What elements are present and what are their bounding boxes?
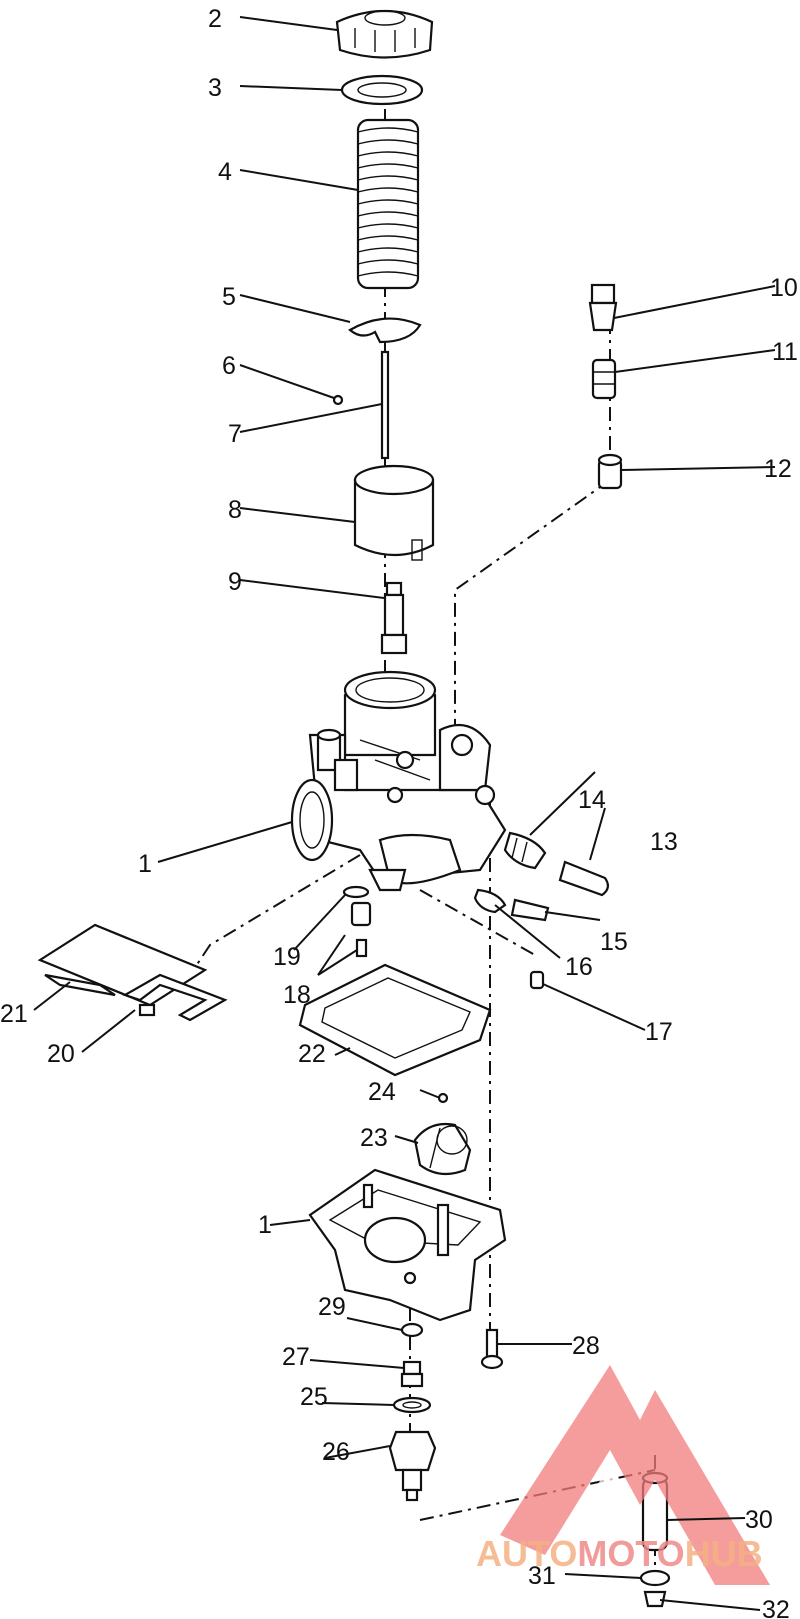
watermark-logo: [500, 1365, 770, 1585]
callout-12: 12: [764, 455, 792, 483]
ring-part: [340, 74, 424, 106]
idle-screw-parts: [473, 831, 609, 990]
callout-8: 8: [228, 496, 242, 524]
callout-31: 31: [528, 1562, 556, 1590]
pin-part: [437, 1092, 449, 1104]
callout-1-bowl: 1: [258, 1211, 272, 1239]
callout-26: 26: [322, 1438, 350, 1466]
callout-10: 10: [770, 274, 798, 302]
callout-27: 27: [282, 1343, 310, 1371]
float-bowl-part: [308, 1168, 507, 1322]
watermark-text: AUTOMOTOHUB: [476, 1533, 763, 1574]
callout-5: 5: [222, 283, 236, 311]
drain-parts: [388, 1322, 437, 1502]
vent-hose-parts: [37, 923, 228, 1022]
callout-30: 30: [745, 1506, 773, 1534]
retainer-part: [348, 317, 422, 344]
needle-part: [380, 350, 390, 460]
float-part: [413, 1122, 472, 1176]
screw-part: [480, 1328, 504, 1370]
callout-labels: 2 3 4 5 6 7 8 9 10 11 12 13 14 15 16 17 …: [0, 5, 798, 1619]
callout-15: 15: [600, 928, 628, 956]
callout-17: 17: [645, 1018, 673, 1046]
callout-11: 11: [772, 338, 798, 366]
callout-9: 9: [228, 568, 242, 596]
carburetor-body-part: [290, 670, 507, 892]
slide-part: [353, 464, 435, 561]
callout-32: 32: [762, 1596, 790, 1619]
main-jet-parts: [342, 885, 372, 958]
callout-19: 19: [273, 943, 301, 971]
callout-29: 29: [318, 1293, 346, 1321]
watermark-moto: MOTO: [577, 1533, 684, 1574]
clip-part: [332, 394, 344, 406]
needle-jet-part: [380, 581, 408, 655]
pilot-screw-parts: [588, 283, 623, 490]
callout-3: 3: [208, 74, 222, 102]
callout-2: 2: [208, 5, 222, 33]
callout-20: 20: [47, 1040, 75, 1068]
callout-16: 16: [565, 953, 593, 981]
gasket-part: [298, 963, 492, 1077]
callout-23: 23: [360, 1124, 388, 1152]
spring-part: [356, 118, 420, 290]
leader-lines: [33, 16, 776, 1611]
callout-24: 24: [368, 1078, 396, 1106]
callout-22: 22: [298, 1040, 326, 1068]
callout-4: 4: [218, 158, 232, 186]
watermark-hub: HUB: [685, 1533, 763, 1574]
callout-18: 18: [283, 981, 311, 1009]
callout-6: 6: [222, 352, 236, 380]
callout-21: 21: [0, 1000, 28, 1028]
callout-14: 14: [578, 786, 606, 814]
callout-13: 13: [650, 828, 678, 856]
callout-28: 28: [572, 1332, 600, 1360]
watermark-auto: AUTO: [476, 1533, 577, 1574]
callout-25: 25: [300, 1383, 328, 1411]
cap-part: [335, 9, 434, 59]
callout-1: 1: [138, 850, 152, 878]
callout-7: 7: [228, 420, 242, 448]
svg-text:AUTOMOTOHUB: AUTOMOTOHUB: [476, 1533, 763, 1574]
